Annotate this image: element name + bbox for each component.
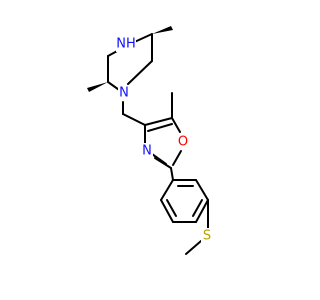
bonds bbox=[107, 33, 209, 255]
atom-label-s: S bbox=[203, 229, 211, 244]
bond bbox=[160, 199, 174, 223]
bond bbox=[195, 179, 209, 201]
atom-label-n: N bbox=[142, 144, 152, 159]
molecule-diagram: NH N N O S bbox=[87, 26, 213, 255]
bond bbox=[192, 199, 203, 217]
atom-label-n: N bbox=[119, 86, 129, 101]
bond bbox=[144, 117, 173, 126]
atom-labels: NH N N O S bbox=[116, 36, 213, 244]
bond bbox=[172, 150, 182, 166]
atom-label-o: O bbox=[178, 135, 188, 150]
bond bbox=[170, 167, 174, 181]
bond bbox=[147, 123, 173, 132]
bond bbox=[195, 199, 209, 223]
bond bbox=[127, 60, 153, 85]
bond bbox=[166, 199, 177, 217]
atom-label-nh: NH bbox=[116, 37, 136, 52]
bond bbox=[122, 113, 146, 126]
bond bbox=[171, 117, 181, 133]
bond bbox=[160, 179, 174, 201]
bond bbox=[185, 240, 202, 255]
bond bbox=[151, 153, 167, 165]
wedge-bond bbox=[152, 26, 173, 34]
wedge-bond bbox=[87, 82, 108, 92]
